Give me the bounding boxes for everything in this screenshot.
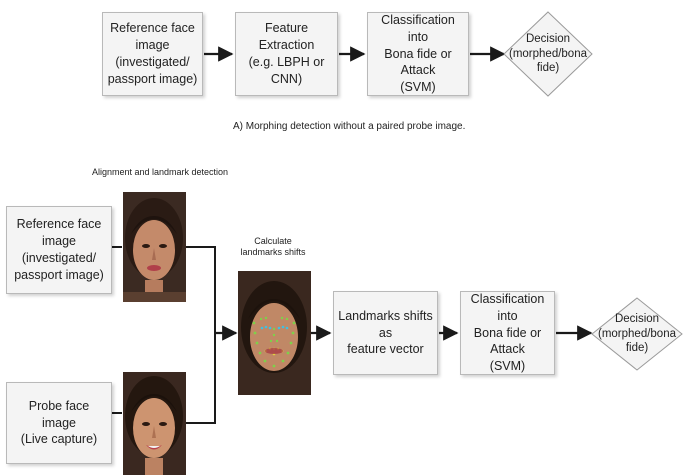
probe-face-photo	[123, 372, 186, 475]
landmark-shifts-label: Calculate landmarks shifts	[240, 236, 306, 257]
landmarks-overlay-photo	[238, 271, 311, 395]
classification-box-bottom: Classification into Bona fide or Attack …	[460, 291, 555, 375]
alignment-label: Alignment and landmark detection	[91, 167, 229, 177]
probe-image-box: Probe face image (Live capture)	[6, 382, 112, 464]
landmark-feature-box: Landmarks shifts as feature vector	[333, 291, 438, 375]
line-merge	[186, 246, 216, 424]
decision-label-top: Decision (morphed/bona fide)	[509, 32, 587, 75]
decision-diamond-top	[503, 11, 593, 97]
reference-face-photo	[123, 192, 186, 302]
reference-image-box-bottom: Reference face image (investigated/ pass…	[6, 206, 112, 294]
decision-label-bottom: Decision (morphed/bona fide)	[598, 312, 676, 355]
decision-diamond-bottom	[591, 297, 683, 371]
caption-a: A) Morphing detection without a paired p…	[233, 121, 466, 132]
classification-box-top: Classification into Bona fide or Attack …	[367, 12, 469, 96]
feature-extraction-box-top: Feature Extraction (e.g. LBPH or CNN)	[235, 12, 338, 96]
reference-image-box-top: Reference face image (investigated/ pass…	[102, 12, 203, 96]
